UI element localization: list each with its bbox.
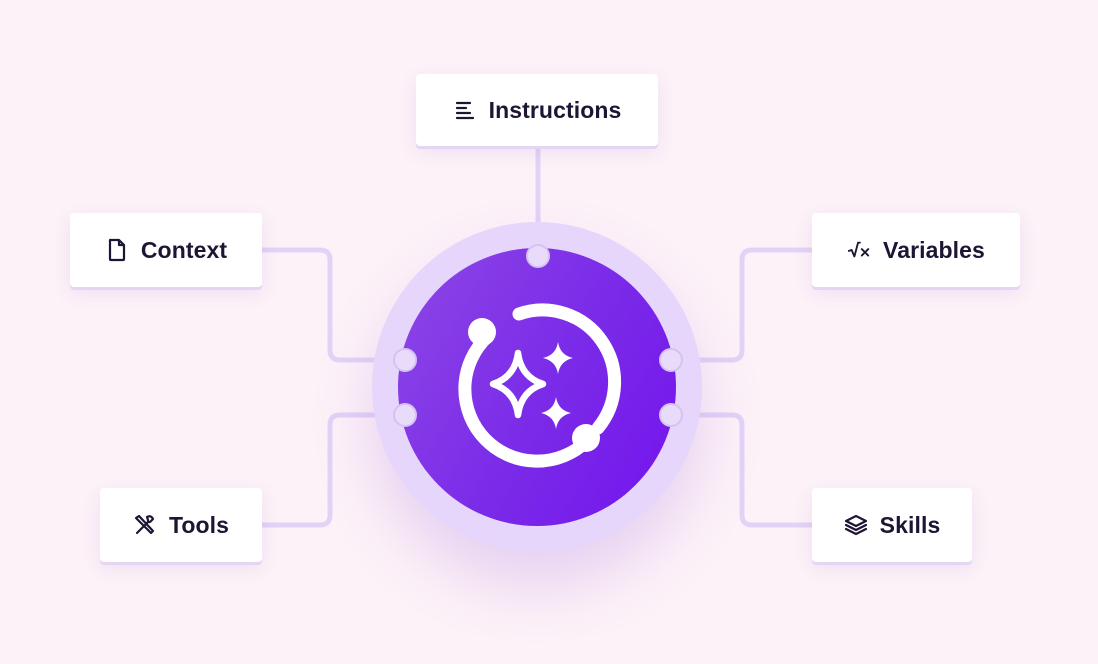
node-instructions[interactable]: Instructions [416,74,658,146]
tools-icon [133,513,157,537]
layers-icon [844,513,868,537]
port-right-lower [659,403,683,427]
port-top [526,244,550,268]
ai-sparkles-orbit-icon [458,303,622,468]
node-variables[interactable]: Variables [812,213,1020,287]
node-variables-label: Variables [883,236,985,263]
align-left-icon [453,98,477,122]
connector-tools [262,412,398,528]
square-root-variable-icon [847,238,871,262]
port-right-upper [659,348,683,372]
node-tools[interactable]: Tools [100,488,262,562]
port-left-lower [393,403,417,427]
node-context[interactable]: Context [70,213,262,287]
file-icon [105,238,129,262]
connector-context [262,247,398,363]
node-context-label: Context [140,236,228,263]
node-skills-label: Skills [879,511,941,538]
node-instructions-label: Instructions [488,96,622,123]
connector-variables [676,247,812,363]
node-tools-label: Tools [168,511,230,538]
connector-skills [676,412,812,528]
node-skills[interactable]: Skills [812,488,972,562]
port-left-upper [393,348,417,372]
